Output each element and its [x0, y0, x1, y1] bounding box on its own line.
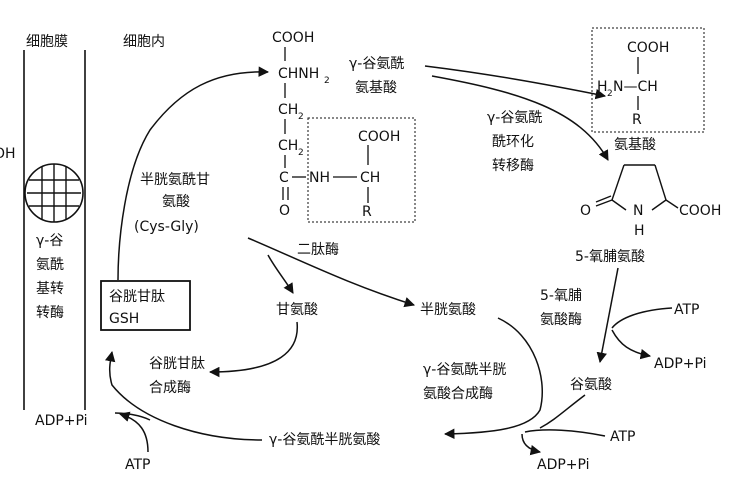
cyclotransferase-label-1: γ-谷氨酰 [487, 110, 542, 126]
aa-cooh: COOH [358, 129, 400, 145]
gamma-glu-cys-label: γ-谷氨酰半胱氨酸 [269, 432, 380, 448]
free-aa-cooh: COOH [627, 40, 669, 56]
arrow-adp-left [114, 412, 151, 421]
arrow-to-glycine [267, 254, 294, 294]
cys-gly-label-1: 半胱氨酰甘 [140, 172, 210, 188]
gamma-glu-aa-label-2: 氨基酸 [355, 79, 397, 96]
transpeptidase-label-2: 氨酰 [36, 257, 64, 273]
gcs-label-1: γ-谷氨酰半胱 [423, 362, 506, 378]
oxoproline-name: 5-氧脯氨酸 [575, 249, 645, 265]
glycine-label: 甘氨酸 [276, 302, 318, 318]
carbonyl-o: O [279, 203, 290, 219]
oxoproline-o: O [580, 203, 591, 219]
free-aa-r: R [632, 112, 642, 128]
adp-left: ADP+Pi [35, 413, 88, 429]
cyclotransferase-label-2: 酰环化 [492, 134, 534, 150]
oxoprolinase-label-1: 5-氧脯 [540, 288, 582, 304]
gsh-name: 谷胱甘肽 [109, 289, 165, 305]
amino-acid-dashed-box [307, 117, 416, 223]
amino-acid-box [591, 27, 705, 133]
arrow-gsh-to-cysgly [117, 66, 270, 281]
arrow-atp-right [611, 307, 673, 329]
atp-left: ATP [125, 457, 150, 473]
transpeptidase-label-1: γ-谷 [36, 233, 63, 249]
arrow-atp-left [118, 411, 149, 453]
gsh-abbrev: GSH [109, 311, 139, 327]
oxoproline-cooh: COOH [679, 203, 721, 219]
oxoproline-ring [595, 164, 679, 211]
intracellular-label: 细胞内 [123, 34, 165, 50]
gsh-box [100, 280, 191, 331]
free-amino-acid-label: 氨基酸 [614, 136, 656, 153]
arrow-gglu-aa-to-aa [424, 65, 607, 100]
arrow-cysteine-down [443, 317, 544, 440]
arrow-adp-right [611, 329, 652, 360]
arrow-cysgly-to-cysteine [247, 237, 416, 308]
gs-label-2: 合成酶 [149, 380, 191, 396]
carbonyl-c: C [279, 170, 289, 186]
gamma-glu-chnh2: CHNH [278, 66, 319, 82]
free-aa-h: H [597, 79, 608, 95]
gs-label-1: 谷胱甘肽 [149, 356, 205, 372]
arrow-glycine-loop [208, 321, 299, 378]
gamma-glu-ch2-a: CH [278, 102, 298, 118]
adp-mid: ADP+Pi [537, 457, 590, 473]
glutamate-label: 谷氨酸 [570, 377, 612, 393]
cyclotransferase-label-3: 转移酶 [492, 158, 534, 174]
cys-gly-label-3: (Cys-Gly) [134, 219, 199, 235]
arrow-glutamate-join [539, 394, 586, 429]
atp-right: ATP [674, 302, 699, 318]
free-aa-h2-subscript: 2 [607, 89, 613, 99]
arrow-to-oxoproline [431, 75, 609, 161]
gamma-glu-ch2-b: CH [278, 138, 298, 154]
alpha-ch: CH [360, 170, 380, 186]
cys-gly-label-2: 氨酸 [162, 194, 190, 210]
atp-mid: ATP [610, 429, 635, 445]
amide-nh: NH [309, 170, 330, 186]
oxoproline-h: H [634, 223, 645, 239]
ch2-b-subscript: 2 [298, 148, 304, 158]
dipeptidase-label: 二肽酶 [297, 242, 339, 258]
free-aa-n-ch: N—CH [613, 79, 658, 95]
aa-r-group: R [362, 204, 372, 220]
membrane-label: 细胞膜 [26, 34, 68, 50]
adp-right: ADP+Pi [654, 356, 707, 372]
ch2-a-subscript: 2 [298, 112, 304, 122]
nh2-subscript: 2 [324, 76, 330, 86]
oxoproline-n: N [633, 203, 643, 219]
edge-oh-fragment: OH [0, 146, 16, 162]
arrow-atp-mid [524, 429, 606, 437]
transpeptidase-grid-icon [24, 163, 84, 223]
arrow-adp-mid [521, 433, 542, 456]
transpeptidase-label-3: 基转 [36, 280, 64, 297]
arrow-gglucys-to-gsh [104, 350, 263, 441]
transpeptidase-label-4: 转酶 [36, 305, 64, 321]
cell-membrane [23, 50, 86, 410]
oxoprolinase-label-2: 氨酸酶 [540, 312, 582, 328]
gcs-label-2: 氨酸合成酶 [423, 386, 493, 402]
gamma-glu-cooh: COOH [272, 30, 314, 46]
cysteine-label: 半胱氨酸 [420, 302, 476, 318]
arrow-oxoproline-to-glutamate [596, 267, 619, 364]
gamma-glu-aa-label-1: γ-谷氨酰 [349, 56, 404, 72]
